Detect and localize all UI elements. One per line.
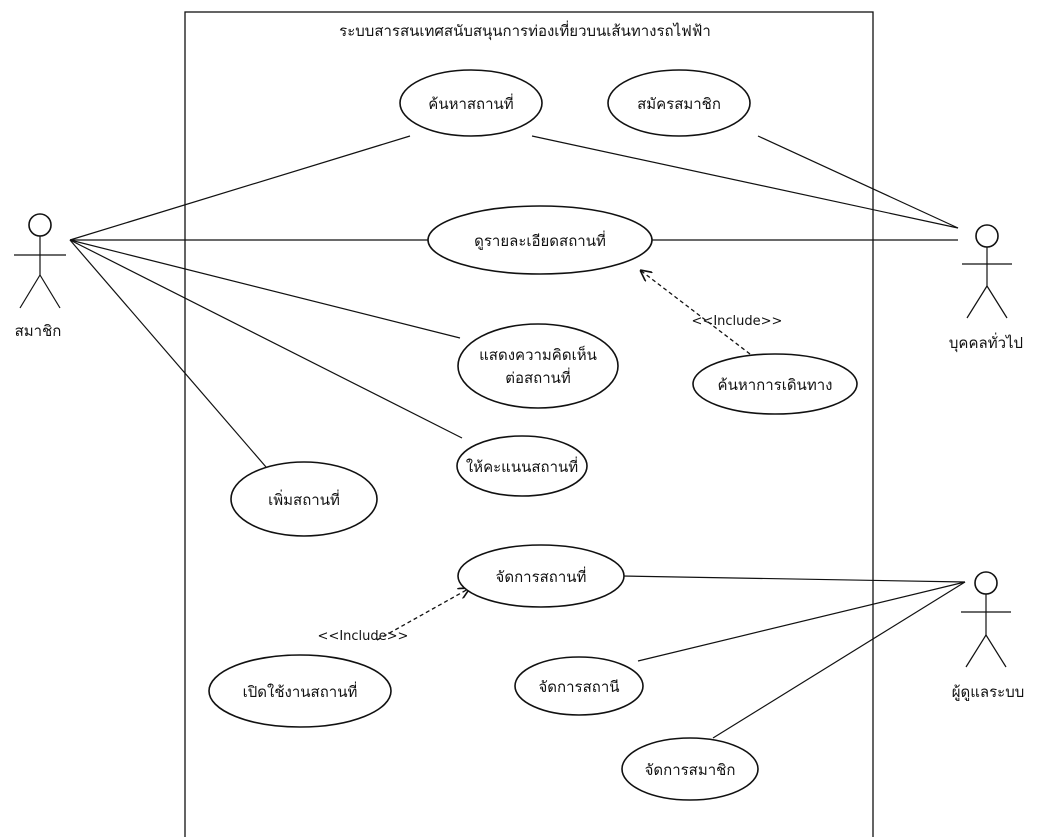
svg-text:ให้คะแนนสถานที่: ให้คะแนนสถานที่ [466, 456, 578, 476]
svg-text:เปิดใช้งานสถานที่: เปิดใช้งานสถานที่ [243, 681, 358, 701]
svg-text:แสดงความคิดเห็น: แสดงความคิดเห็น [479, 345, 597, 364]
actor-admin-label: ผู้ดูแลระบบ [952, 683, 1025, 701]
use-case-manage-station: จัดการสถานี [514, 656, 644, 716]
svg-text:จัดการสมาชิก: จัดการสมาชิก [645, 761, 736, 779]
include-arrow-enable-to-manage [376, 588, 470, 641]
actor-general: บุคคลทั่วไป [949, 224, 1023, 353]
general-associations [531, 135, 959, 241]
use-case-comment: แสดงความคิดเห็น ต่อสถานที่ [457, 323, 619, 409]
use-case-manage-member: จัดการสมาชิก [621, 737, 759, 801]
svg-text:ดูรายละเอียดสถานที่: ดูรายละเอียดสถานที่ [474, 230, 606, 250]
use-case-search-route: ค้นหาการเดินทาง [692, 353, 858, 415]
use-case-search-place: ค้นหาสถานที่ [399, 69, 543, 137]
svg-text:เพิ่มสถานที่: เพิ่มสถานที่ [268, 489, 340, 509]
use-case-enable-place: เปิดใช้งานสถานที่ [208, 654, 392, 728]
svg-text:ค้นหาสถานที่: ค้นหาสถานที่ [428, 93, 513, 113]
svg-text:ค้นหาการเดินทาง: ค้นหาการเดินทาง [718, 376, 833, 394]
svg-text:จัดการสถานี: จัดการสถานี [538, 678, 619, 696]
use-case-add-place: เพิ่มสถานที่ [230, 461, 378, 537]
system-boundary [184, 11, 874, 837]
actor-general-label: บุคคลทั่วไป [949, 332, 1023, 353]
svg-text:ต่อสถานที่: ต่อสถานที่ [505, 367, 571, 387]
use-case-register: สมัครสมาชิก [607, 69, 751, 137]
include-arrow-route-to-detail [640, 270, 751, 355]
include-label-2: <<Include>> [318, 629, 409, 644]
actor-member: สมาชิก [14, 213, 66, 340]
svg-text:สมัครสมาชิก: สมัครสมาชิก [637, 95, 721, 113]
system-title: ระบบสารสนเทศสนับสนุนการท่องเที่ยวบนเส้นท… [339, 20, 711, 41]
actor-member-label: สมาชิก [15, 322, 62, 340]
include-label-1: <<Include>> [692, 314, 783, 329]
svg-text:จัดการสถานที่: จัดการสถานที่ [496, 566, 587, 586]
member-associations [69, 135, 463, 468]
actor-admin: ผู้ดูแลระบบ [952, 571, 1025, 701]
admin-associations [621, 575, 966, 739]
use-case-rate-place: ให้คะแนนสถานที่ [456, 435, 588, 497]
use-case-manage-place: จัดการสถานที่ [457, 544, 625, 608]
use-case-view-detail: ดูรายละเอียดสถานที่ [427, 205, 653, 275]
